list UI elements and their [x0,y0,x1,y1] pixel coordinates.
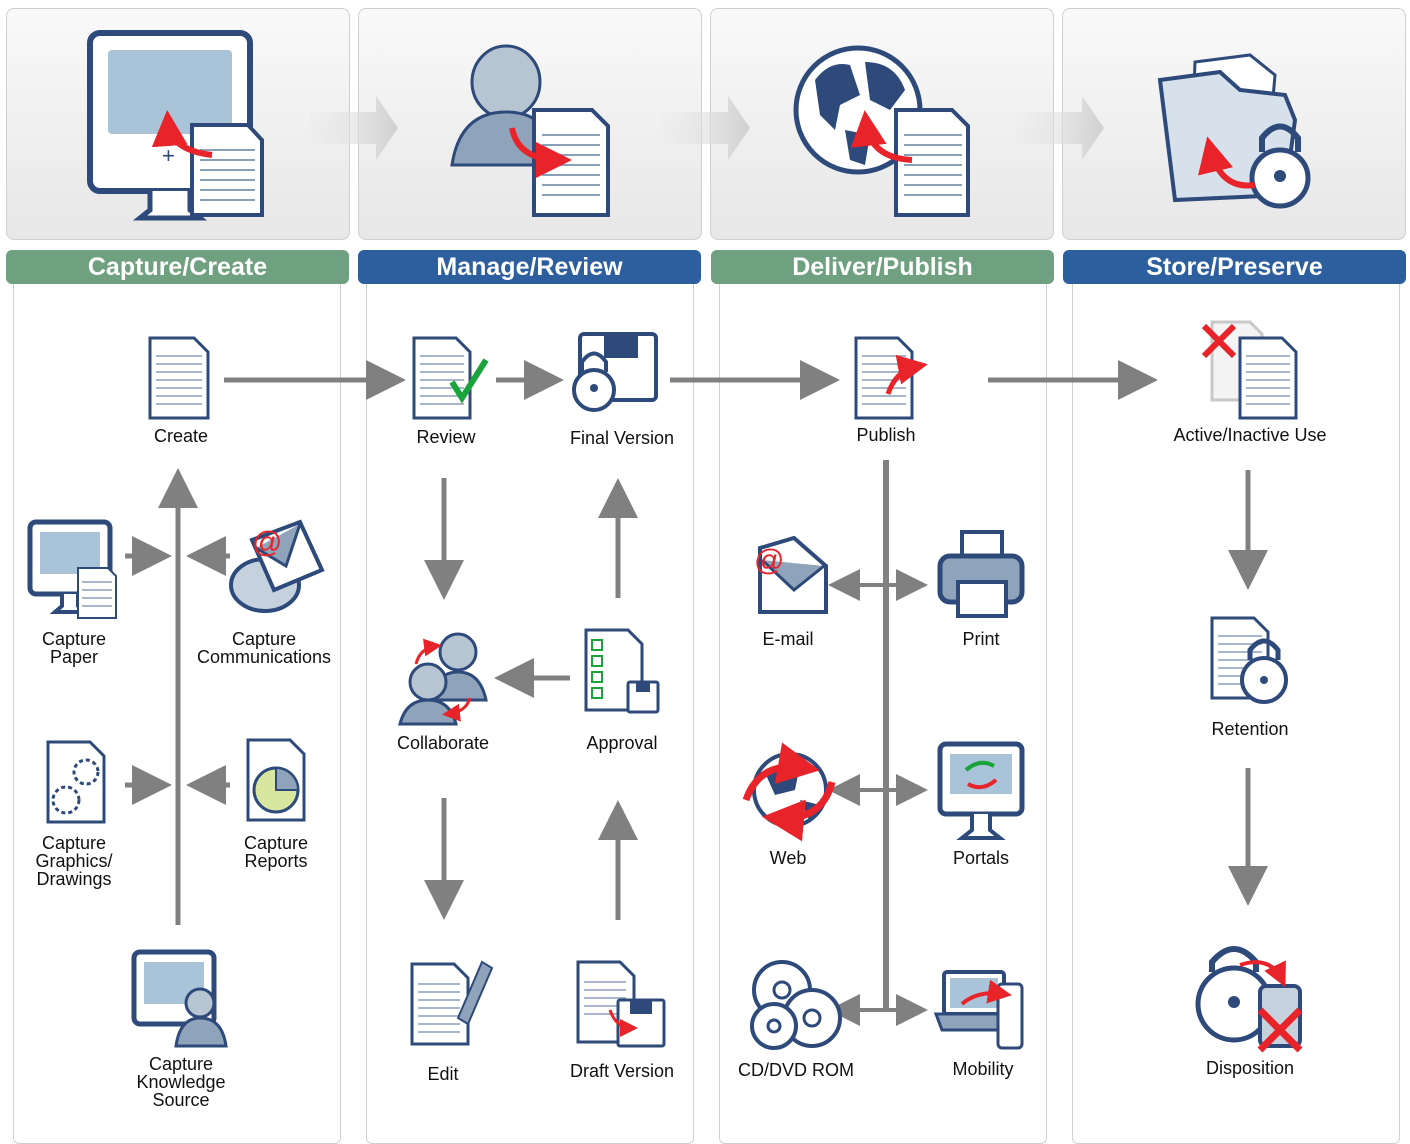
node-label-create: Create [153,426,209,446]
disposition-lock-shredder-icon [1195,946,1303,1053]
monitor-user-icon [131,949,228,1048]
checklist-floppy-icon [584,628,660,714]
node-label-capture-communications: Capture Communications [196,629,332,667]
cd-dvd-icon [750,960,842,1050]
globe-document-icon [793,45,970,217]
portal-monitor-icon [937,741,1025,840]
laptop-phone-icon [933,970,1024,1050]
phase-header-store-preserve: Store/Preserve [1063,250,1406,284]
chevron-arrow-icon [310,96,398,160]
email-icon: @ [229,519,325,613]
node-label-capture-knowledge: Capture Knowledge Source [136,1054,226,1110]
monitor-document-icon: + [87,30,264,221]
monitor-icon [27,519,117,619]
node-label-capture-graphics: Capture Graphics/ Drawings [35,833,113,889]
node-label-edit: Edit [427,1064,459,1084]
svg-text:@: @ [252,526,282,559]
retention-lock-icon [1210,616,1288,704]
node-label-email: E-mail [762,629,814,649]
edit-pencil-icon [410,960,494,1046]
phase-header-manage-review: Manage/Review [358,250,701,284]
phase-header-capture-create: Capture/Create [6,250,349,284]
node-label-capture-reports: Capture Reports [243,833,309,871]
review-document-icon [412,336,489,420]
folder-lock-icon [1157,53,1311,209]
node-label-web: Web [769,848,807,868]
web-globe-icon [742,742,836,842]
active-inactive-documents-icon [1201,320,1298,420]
floppy-lock-icon [572,332,658,412]
node-label-publish: Publish [856,425,916,445]
node-label-active-inactive: Active/Inactive Use [1173,425,1327,445]
node-label-cd-dvd: CD/DVD ROM [738,1060,854,1080]
node-label-disposition: Disposition [1205,1058,1295,1078]
node-label-draft-version: Draft Version [569,1061,675,1081]
chevron-arrow-icon [1016,96,1104,160]
email-icon: @ [754,535,828,614]
node-label-portals: Portals [952,848,1010,868]
document-icon [148,336,210,420]
node-label-retention: Retention [1211,719,1289,739]
node-label-final-version: Final Version [569,428,675,448]
node-label-collaborate: Collaborate [396,733,490,753]
users-collaborate-icon [398,632,488,726]
report-chart-icon [246,738,306,822]
draft-floppy-icon [576,960,666,1048]
user-document-icon [450,44,610,217]
printer-icon [937,530,1025,618]
chevron-arrow-icon [662,96,750,160]
svg-text:@: @ [754,544,784,577]
svg-text:+: + [162,143,175,168]
phase-header-deliver-publish: Deliver/Publish [711,250,1054,284]
publish-document-icon [854,336,928,420]
node-label-approval: Approval [586,733,658,753]
node-label-capture-paper: Capture Paper [41,629,107,667]
node-label-review: Review [416,427,476,447]
gears-document-icon [46,740,106,824]
node-label-mobility: Mobility [952,1059,1014,1079]
node-label-print: Print [962,629,1000,649]
